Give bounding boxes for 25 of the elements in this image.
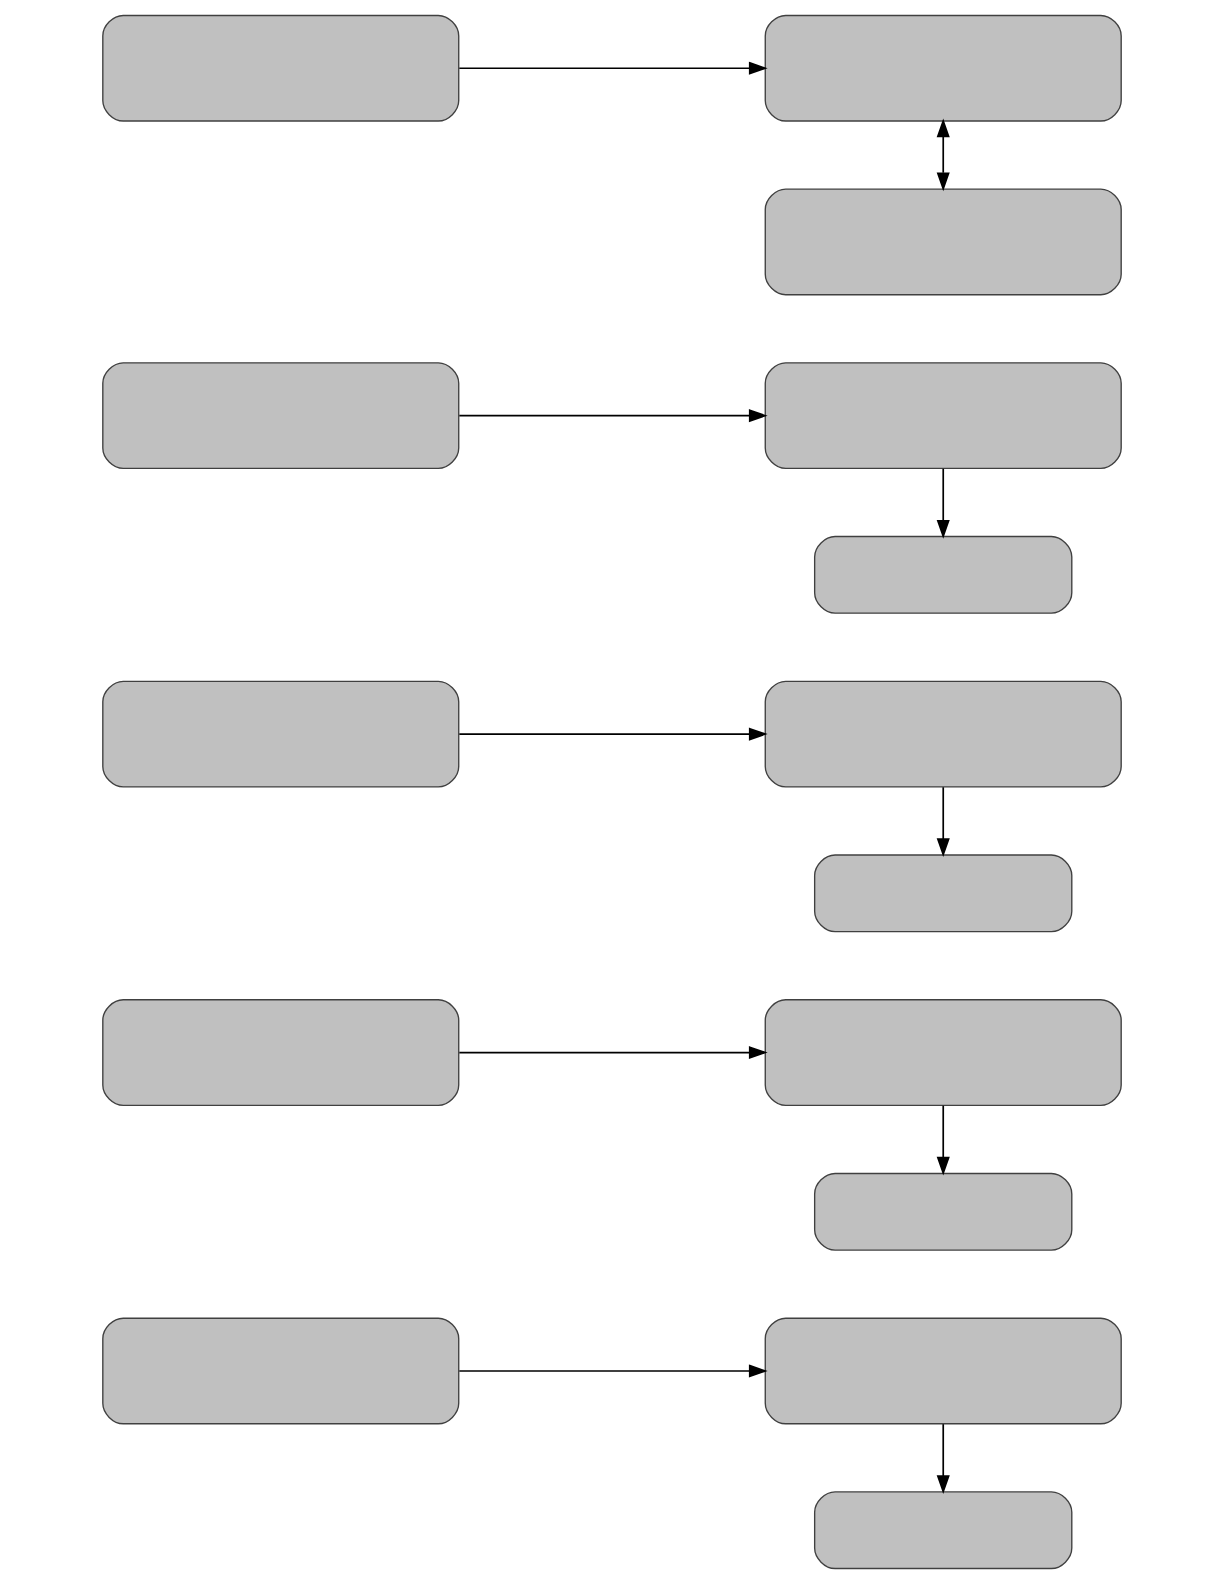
arrow (936, 1423, 950, 1494)
node-box (813, 854, 1073, 933)
node-box (813, 535, 1073, 614)
arrow (936, 786, 950, 858)
node-box (813, 1491, 1073, 1570)
node-box (102, 362, 460, 470)
arrow (458, 409, 768, 423)
node-box (102, 680, 460, 788)
arrow (458, 727, 768, 741)
arrow (458, 61, 768, 75)
arrow (458, 1046, 768, 1060)
node-box (813, 1172, 1073, 1251)
node-box (764, 999, 1122, 1107)
node-box (764, 1317, 1122, 1425)
arrow (936, 118, 950, 192)
node-box (102, 1317, 460, 1425)
node-box (102, 999, 460, 1107)
arrow (936, 1104, 950, 1176)
arrow (936, 467, 950, 539)
node-box (102, 14, 460, 122)
arrow (458, 1364, 768, 1378)
node-box (764, 362, 1122, 470)
node-box (764, 188, 1122, 296)
node-box (764, 680, 1122, 788)
node-box (764, 14, 1122, 122)
